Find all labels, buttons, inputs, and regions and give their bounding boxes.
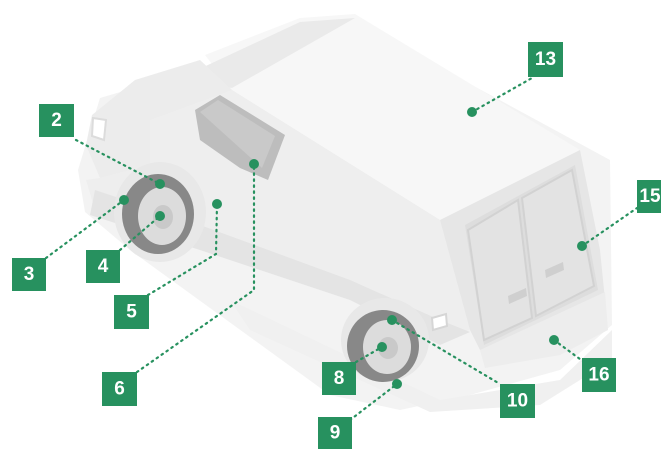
svg-text:4: 4	[98, 256, 109, 277]
svg-text:13: 13	[535, 49, 556, 70]
svg-text:6: 6	[114, 379, 125, 400]
marker-dot-15	[577, 241, 587, 251]
callout-badge-16: 16	[582, 358, 616, 392]
callout-badge-5: 5	[114, 295, 149, 329]
callout-badge-10: 10	[500, 384, 535, 418]
marker-dot-6	[249, 159, 259, 169]
callout-badge-4: 4	[86, 250, 120, 283]
callout-badge-15: 15	[637, 180, 661, 213]
callout-badge-8: 8	[322, 362, 356, 395]
svg-text:10: 10	[507, 391, 528, 412]
callout-badge-13: 13	[528, 42, 563, 77]
svg-text:8: 8	[334, 368, 345, 389]
callout-badge-2: 2	[39, 104, 74, 137]
marker-dot-4	[155, 211, 165, 221]
svg-text:15: 15	[639, 186, 661, 207]
svg-text:2: 2	[51, 110, 62, 131]
headlight	[92, 118, 106, 140]
marker-dot-3	[119, 195, 129, 205]
marker-dot-5	[212, 199, 222, 209]
marker-dot-2	[155, 179, 165, 189]
marker-dot-8	[377, 342, 387, 352]
tail-light	[432, 314, 447, 330]
marker-dot-9	[392, 379, 402, 389]
marker-dot-16	[549, 335, 559, 345]
svg-text:3: 3	[24, 264, 35, 285]
marker-dot-13	[467, 107, 477, 117]
callout-badge-6: 6	[102, 372, 137, 406]
svg-text:5: 5	[126, 302, 137, 323]
svg-text:9: 9	[330, 423, 341, 444]
callout-badge-3: 3	[12, 258, 46, 291]
callout-badge-9: 9	[318, 417, 352, 449]
marker-dot-10	[387, 315, 397, 325]
svg-text:16: 16	[588, 365, 609, 386]
